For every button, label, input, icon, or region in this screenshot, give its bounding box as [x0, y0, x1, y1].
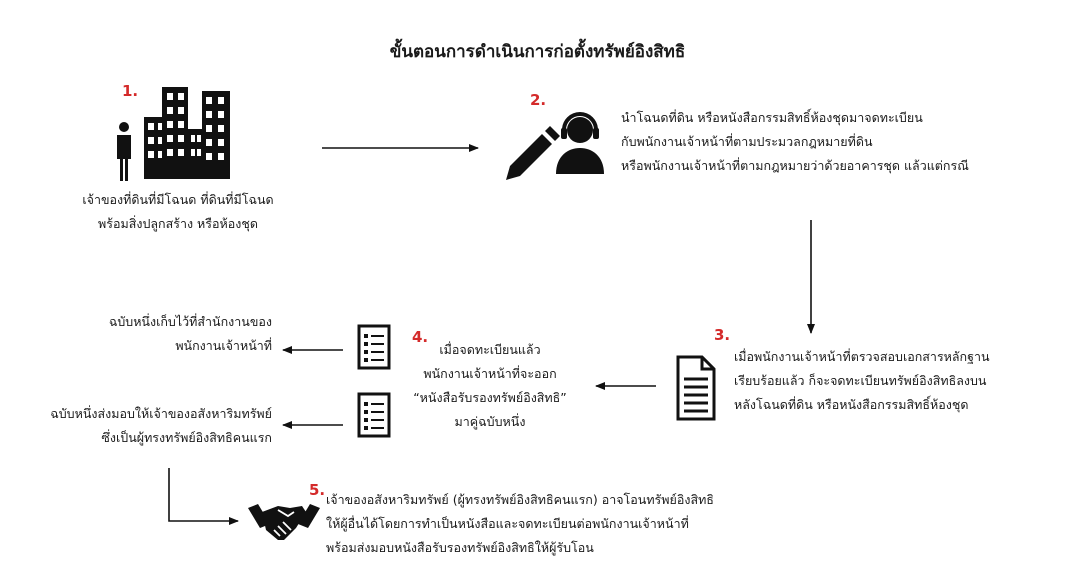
step-3-line: เรียบร้อยแล้ว ก็จะจดทะเบียนทรัพย์อิงสิทธ…: [734, 373, 987, 388]
diagram-title: ขั้นตอนการดำเนินการก่อตั้งทรัพย์อิงสิทธิ: [389, 42, 686, 62]
checklist-icon: [357, 392, 391, 438]
step-3-number: 3.: [714, 326, 731, 344]
step-1-line: พร้อมสิ่งปลูกสร้าง หรือห้องชุด: [98, 216, 258, 231]
step-3-line: หลังโฉนดที่ดิน หรือหนังสือกรรมสิทธิ์ห้อง…: [734, 397, 969, 412]
step-5-line: ให้ผู้อื่นได้โดยการทำเป็นหนังสือและจดทะเ…: [326, 516, 689, 531]
step-5-number: 5.: [309, 481, 326, 499]
document-icon: [676, 355, 716, 421]
step-1-number: 1.: [122, 82, 139, 100]
step-2-number: 2.: [530, 91, 547, 109]
step-5-line: เจ้าของอสังหาริมทรัพย์ (ผู้ทรงทรัพย์อิงส…: [326, 492, 714, 507]
copy-1-text: ฉบับหนึ่งเก็บไว้ที่สำนักงานของ พนักงานเจ…: [20, 310, 272, 358]
step-4-line: มาคู่ฉบับหนึ่ง: [454, 414, 526, 429]
step-4-text: เมื่อจดทะเบียนแล้ว พนักงานเจ้าหน้าที่จะอ…: [390, 338, 590, 434]
step-2-line: นำโฉนดที่ดิน หรือหนังสือกรรมสิทธิ์ห้องชุ…: [621, 110, 923, 125]
person-buildings-icon: [117, 87, 230, 181]
step-2-line: กับพนักงานเจ้าหน้าที่ตามประมวลกฎหมายที่ด…: [621, 134, 873, 149]
step-1-text: เจ้าของที่ดินที่มีโฉนด ที่ดินที่มีโฉนด พ…: [48, 188, 308, 236]
copy-2-line: ฉบับหนึ่งส่งมอบให้เจ้าของอสังหาริมทรัพย์: [50, 406, 272, 421]
copy-1-line: พนักงานเจ้าหน้าที่: [175, 338, 272, 353]
step-3-text: เมื่อพนักงานเจ้าหน้าที่ตรวจสอบเอกสารหลัก…: [734, 345, 990, 417]
copy-1-line: ฉบับหนึ่งเก็บไว้ที่สำนักงานของ: [108, 314, 272, 329]
officer-pen-icon: [506, 112, 604, 180]
copy-2-line: ซึ่งเป็นผู้ทรงทรัพย์อิงสิทธิคนแรก: [101, 430, 272, 445]
handshake-icon: [248, 504, 320, 540]
step-4-line: เมื่อจดทะเบียนแล้ว: [439, 342, 541, 357]
step-1-line: เจ้าของที่ดินที่มีโฉนด ที่ดินที่มีโฉนด: [82, 192, 274, 207]
step-3-line: เมื่อพนักงานเจ้าหน้าที่ตรวจสอบเอกสารหลัก…: [734, 349, 990, 364]
checklist-icon: [357, 324, 391, 370]
step-4-number: 4.: [412, 328, 429, 346]
arrow-copy2-to-5: [168, 468, 239, 525]
step-4-line: พนักงานเจ้าหน้าที่จะออก: [423, 366, 557, 381]
step-5-text: เจ้าของอสังหาริมทรัพย์ (ผู้ทรงทรัพย์อิงส…: [326, 488, 714, 560]
step-2-line: หรือพนักงานเจ้าหน้าที่ตามกฎหมายว่าด้วยอา…: [621, 158, 969, 173]
step-5-line: พร้อมส่งมอบหนังสือรับรองทรัพย์อิงสิทธิให…: [326, 540, 594, 555]
step-4-line: “หนังสือรับรองทรัพย์อิงสิทธิ”: [413, 390, 567, 405]
step-2-text: นำโฉนดที่ดิน หรือหนังสือกรรมสิทธิ์ห้องชุ…: [621, 106, 969, 178]
copy-2-text: ฉบับหนึ่งส่งมอบให้เจ้าของอสังหาริมทรัพย์…: [0, 402, 272, 450]
